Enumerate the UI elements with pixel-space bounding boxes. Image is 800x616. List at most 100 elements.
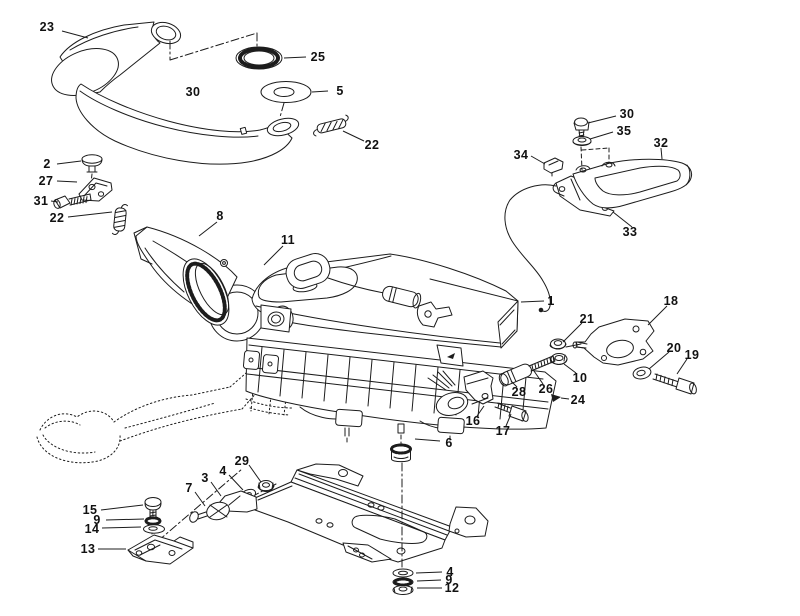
leader-line-27 xyxy=(57,181,77,182)
callout-24: 24 xyxy=(570,393,586,407)
leader-line-4-2 xyxy=(416,572,442,573)
callout-32: 32 xyxy=(653,136,669,150)
callout-7: 7 xyxy=(185,481,193,495)
callout-13: 13 xyxy=(80,542,96,556)
leader-line-21 xyxy=(563,323,582,342)
callout-21: 21 xyxy=(579,312,595,326)
leader-line-1 xyxy=(521,301,544,302)
engine-support-frame xyxy=(253,464,488,562)
air-duct-1 xyxy=(430,279,518,348)
bolt-15-axis xyxy=(152,511,153,534)
bolt-17 xyxy=(495,403,529,422)
grab-handle-32 xyxy=(573,159,692,208)
flange-nut-21 xyxy=(550,339,566,349)
support-bracket-18 xyxy=(573,319,654,365)
callout-leader-lines xyxy=(51,31,687,588)
callout-18: 18 xyxy=(663,294,679,308)
alignment-lines-handle xyxy=(581,147,609,170)
lock-washer-9-left xyxy=(146,518,160,524)
leader-line-26 xyxy=(534,371,543,384)
leader-line-8 xyxy=(199,222,217,236)
leader-line-15 xyxy=(101,505,143,510)
callout-29: 29 xyxy=(234,454,250,468)
callout-6: 6 xyxy=(445,436,453,450)
callout-17: 17 xyxy=(495,424,511,438)
mount-13-centerline xyxy=(158,469,242,541)
callout-22: 22 xyxy=(364,138,380,152)
callout-5: 5 xyxy=(336,84,344,98)
callout-14: 14 xyxy=(84,522,100,536)
leader-line-17 xyxy=(506,414,511,426)
callout-4: 4 xyxy=(219,464,227,478)
leader-line-5 xyxy=(312,91,328,92)
washer-35 xyxy=(573,137,591,146)
bolt-15 xyxy=(145,498,161,520)
callout-10: 10 xyxy=(572,371,588,385)
alignment-centerlines-muffler xyxy=(170,33,284,117)
callout-3: 3 xyxy=(201,471,209,485)
washer-14 xyxy=(144,525,165,533)
leader-line-7 xyxy=(195,492,205,506)
washer-5 xyxy=(261,82,311,103)
leader-line-28 xyxy=(511,381,517,387)
callout-31: 31 xyxy=(33,194,49,208)
callout-9: 9 xyxy=(93,513,101,527)
leader-line-9 xyxy=(106,519,144,520)
leader-line-34 xyxy=(531,156,545,164)
callout-28: 28 xyxy=(511,385,527,399)
spacer-28 xyxy=(498,362,534,387)
callout-4-2: 4 xyxy=(446,565,454,579)
flange-nut-10 xyxy=(551,354,567,365)
callout-11: 11 xyxy=(280,233,296,247)
support-bracket-16 xyxy=(464,371,493,404)
callout-23: 23 xyxy=(39,20,55,34)
engine-assembly xyxy=(134,227,556,446)
leader-line-19 xyxy=(677,359,687,374)
rubber-mount-6 xyxy=(392,445,411,462)
leader-line-6 xyxy=(415,439,440,441)
spring-22-upper xyxy=(311,115,351,137)
leader-line-29 xyxy=(249,465,261,482)
leader-line-18 xyxy=(648,306,667,325)
callout-19: 19 xyxy=(684,348,700,362)
lock-washer-9-bottom xyxy=(393,578,413,586)
leader-line-31 xyxy=(51,201,58,202)
nut-12 xyxy=(393,586,413,595)
retainer-clip-24 xyxy=(551,394,561,402)
callout-25: 25 xyxy=(310,50,326,64)
leader-line-32 xyxy=(661,148,662,159)
callout-9-2: 9 xyxy=(445,573,453,587)
callout-35: 35 xyxy=(616,124,632,138)
leader-line-24 xyxy=(561,398,569,399)
bolt-31 xyxy=(53,194,91,209)
stud-axis-line xyxy=(566,344,581,347)
leader-line-11 xyxy=(264,246,283,265)
leader-line-30-2 xyxy=(588,116,616,123)
spring-22-lower xyxy=(112,203,127,235)
engine-block xyxy=(243,338,556,446)
callout-20: 20 xyxy=(666,341,682,355)
cable-clip-34 xyxy=(544,158,563,176)
leader-line-10 xyxy=(564,364,576,373)
threaded-stud-26 xyxy=(529,356,555,371)
callout-30-2: 30 xyxy=(619,107,635,121)
leader-line-22 xyxy=(343,131,364,141)
screw-30 xyxy=(574,118,589,138)
mount-bracket-13 xyxy=(128,535,193,564)
leader-line-33 xyxy=(613,212,632,227)
callout-30: 30 xyxy=(185,85,201,99)
washer-4-bottom xyxy=(393,569,413,577)
nut-29 xyxy=(258,481,274,492)
throttle-cable xyxy=(505,185,556,313)
muffler-part-23 xyxy=(45,19,184,105)
callout-12: 12 xyxy=(444,581,460,595)
callout-16: 16 xyxy=(465,414,481,428)
recoil-starter-handle xyxy=(258,250,452,327)
clamp-ring-11 xyxy=(174,252,239,332)
exhaust-gasket-ring-25 xyxy=(236,47,282,69)
callout-8: 8 xyxy=(216,209,224,223)
leader-line-3 xyxy=(211,482,221,496)
phantom-exhaust-outline xyxy=(37,355,295,463)
leader-line-35 xyxy=(590,132,613,139)
